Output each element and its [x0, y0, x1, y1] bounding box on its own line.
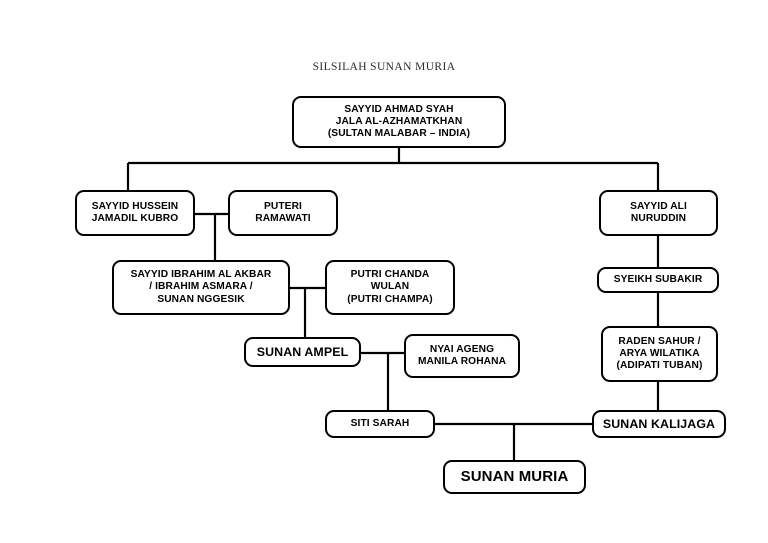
node-syeikh-subakir[interactable]: SYEIKH SUBAKIR: [597, 267, 719, 293]
node-sayyid-ali-nuruddin[interactable]: SAYYID ALI NURUDDIN: [599, 190, 718, 236]
node-label-sunan-muria: SUNAN MURIA: [460, 468, 569, 486]
node-sayyid-hussein[interactable]: SAYYID HUSSEIN JAMADIL KUBRO: [75, 190, 195, 236]
node-sunan-ampel[interactable]: SUNAN AMPEL: [244, 337, 361, 367]
node-putri-chanda-wulan[interactable]: PUTRI CHANDA WULAN (PUTRI CHAMPA): [325, 260, 455, 315]
node-label-puteri-ramawati: PUTERI RAMAWATI: [255, 200, 311, 224]
node-siti-sarah[interactable]: SITI SARAH: [325, 410, 435, 438]
node-sunan-kalijaga[interactable]: SUNAN KALIJAGA: [592, 410, 726, 438]
node-label-sayyid-hussein: SAYYID HUSSEIN JAMADIL KUBRO: [91, 200, 179, 224]
page-title: SILSILAH SUNAN MURIA: [312, 61, 456, 73]
node-label-sayyid-ali-nuruddin: SAYYID ALI NURUDDIN: [630, 200, 687, 224]
node-label-syeikh-subakir: SYEIKH SUBAKIR: [613, 273, 703, 285]
node-label-putri-chanda-wulan: PUTRI CHANDA WULAN (PUTRI CHAMPA): [347, 269, 433, 305]
node-label-sunan-ampel: SUNAN AMPEL: [256, 344, 349, 359]
node-ahmad-syah[interactable]: SAYYID AHMAD SYAH JALA AL-AZHAMATKHAN (S…: [292, 96, 506, 148]
node-label-sunan-kalijaga: SUNAN KALIJAGA: [602, 416, 716, 431]
node-label-raden-sahur: RADEN SAHUR / ARYA WILATIKA (ADIPATI TUB…: [616, 335, 703, 372]
node-label-nyai-ageng-manila-rohana: NYAI AGENG MANILA ROHANA: [417, 343, 507, 367]
node-sayyid-ibrahim[interactable]: SAYYID IBRAHIM AL AKBAR / IBRAHIM ASMARA…: [112, 260, 290, 315]
node-puteri-ramawati[interactable]: PUTERI RAMAWATI: [228, 190, 338, 236]
node-raden-sahur[interactable]: RADEN SAHUR / ARYA WILATIKA (ADIPATI TUB…: [601, 326, 718, 382]
node-label-siti-sarah: SITI SARAH: [350, 417, 410, 429]
node-label-sayyid-ibrahim: SAYYID IBRAHIM AL AKBAR / IBRAHIM ASMARA…: [130, 269, 272, 305]
node-label-ahmad-syah: SAYYID AHMAD SYAH JALA AL-AZHAMATKHAN (S…: [327, 103, 471, 140]
node-nyai-ageng-manila-rohana[interactable]: NYAI AGENG MANILA ROHANA: [404, 334, 520, 378]
node-sunan-muria[interactable]: SUNAN MURIA: [443, 460, 586, 494]
